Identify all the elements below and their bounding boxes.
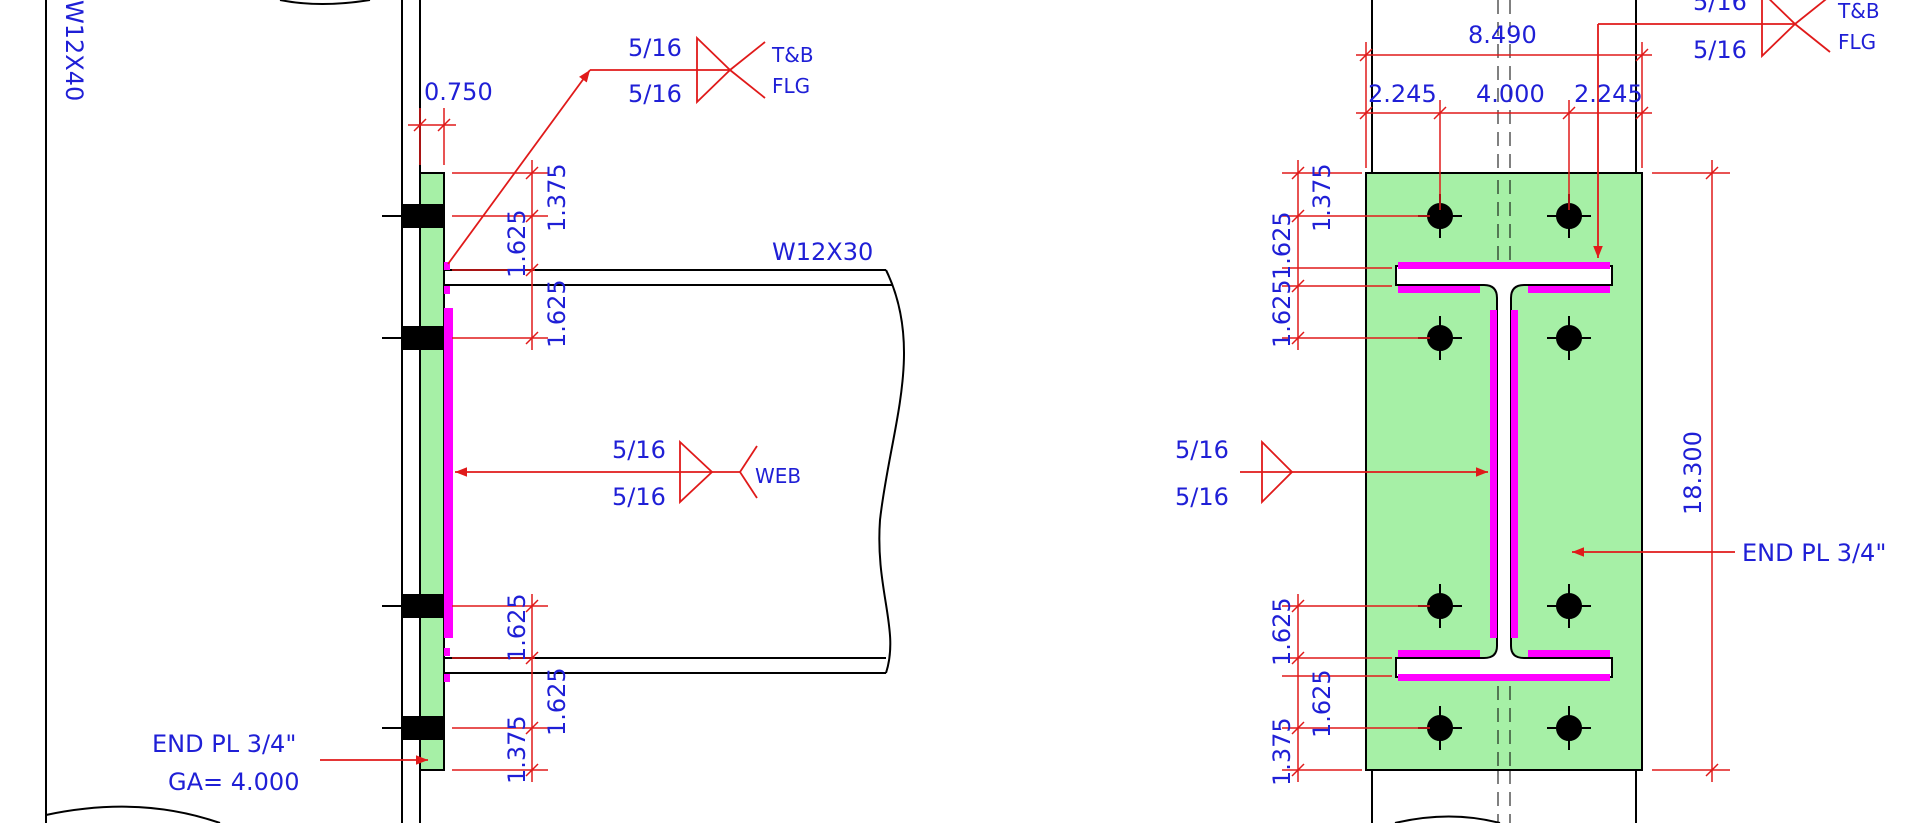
flange-weld-size-top: 5/16 bbox=[628, 34, 682, 62]
weld-flange bbox=[444, 262, 450, 270]
end-plate-side bbox=[419, 172, 445, 771]
welds-end bbox=[1398, 262, 1610, 681]
gage-note: GA= 4.000 bbox=[168, 768, 299, 796]
end-dim-top-flange: 1.625 bbox=[1268, 211, 1296, 280]
bolts-end bbox=[1418, 194, 1591, 750]
end-dim-top-inner: 1.625 bbox=[1268, 279, 1296, 348]
end-view: 8.490 2.245 4.000 2.245 1.37 bbox=[1175, 0, 1886, 823]
dim-bottom-inner: 1.625 bbox=[503, 593, 531, 662]
end-plate-note-end: END PL 3/4" bbox=[1742, 539, 1886, 567]
weld-flange bbox=[444, 648, 450, 656]
edge-left: 2.245 bbox=[1368, 80, 1437, 108]
end-flange-weld-size-bottom: 5/16 bbox=[1693, 36, 1747, 64]
end-web-weld-size-top: 5/16 bbox=[1175, 436, 1229, 464]
welds-side bbox=[444, 262, 453, 682]
bolt bbox=[1547, 316, 1591, 360]
end-flange-weld-tail-1: T&B bbox=[1837, 0, 1880, 23]
edge-right: 2.245 bbox=[1574, 80, 1643, 108]
web-weld-size-top: 5/16 bbox=[612, 436, 666, 464]
web-weld-callout-end bbox=[1240, 439, 1488, 505]
column bbox=[45, 0, 421, 823]
flange-weld-tail-2: FLG bbox=[772, 74, 810, 98]
bolt bbox=[402, 326, 444, 350]
plate-thickness: 0.750 bbox=[424, 78, 493, 106]
beam-label: W12X30 bbox=[772, 238, 873, 266]
bolt bbox=[1547, 706, 1591, 750]
end-web-weld-size-bottom: 5/16 bbox=[1175, 483, 1229, 511]
flange-weld-tail-1: T&B bbox=[771, 43, 814, 67]
end-dim-bottom-flange: 1.625 bbox=[1308, 669, 1336, 738]
weld-flange bbox=[444, 674, 450, 682]
weld-flange bbox=[444, 286, 450, 294]
end-plate-note-side: END PL 3/4" bbox=[152, 730, 296, 758]
flange-weld-size-bottom: 5/16 bbox=[628, 80, 682, 108]
bolt bbox=[402, 716, 444, 740]
weld-web bbox=[444, 308, 453, 638]
plate-thickness-dim bbox=[408, 108, 456, 165]
dim-bottom-edge: 1.375 bbox=[503, 715, 531, 784]
dim-top-flange: 1.625 bbox=[503, 209, 531, 278]
dim-bottom-flange: 1.625 bbox=[543, 667, 571, 736]
bolt bbox=[1418, 316, 1462, 360]
plate-height: 18.300 bbox=[1679, 431, 1707, 515]
flange-weld-callout-end bbox=[1593, 0, 1831, 258]
bolt bbox=[402, 204, 444, 228]
horizontal-dims-end bbox=[1356, 42, 1652, 210]
overall-width: 8.490 bbox=[1468, 21, 1537, 49]
bolt bbox=[1547, 584, 1591, 628]
end-flange-weld-size-top: 5/16 bbox=[1693, 0, 1747, 16]
end-dim-bottom-edge: 1.375 bbox=[1268, 717, 1296, 786]
vertical-dims-end bbox=[1282, 160, 1430, 782]
column-label: W12X40 bbox=[60, 0, 88, 101]
bolts-side bbox=[382, 204, 444, 740]
end-dim-bottom-inner: 1.625 bbox=[1268, 597, 1296, 666]
bolt bbox=[402, 594, 444, 618]
web-weld-callout-side bbox=[455, 439, 758, 505]
gage: 4.000 bbox=[1476, 80, 1545, 108]
plate-height-dim bbox=[1652, 160, 1730, 782]
side-view: W12X40 W12X30 bbox=[45, 0, 905, 823]
end-dim-top-edge: 1.375 bbox=[1308, 163, 1336, 232]
dim-top-inner: 1.625 bbox=[543, 279, 571, 348]
flange-weld-callout-side bbox=[447, 35, 766, 265]
vertical-dims-side bbox=[452, 160, 548, 782]
beam-section bbox=[1395, 262, 1613, 681]
web-weld-size-bottom: 5/16 bbox=[612, 483, 666, 511]
dim-top-edge: 1.375 bbox=[543, 163, 571, 232]
end-flange-weld-tail-2: FLG bbox=[1838, 30, 1876, 54]
web-weld-tail: WEB bbox=[755, 464, 801, 488]
